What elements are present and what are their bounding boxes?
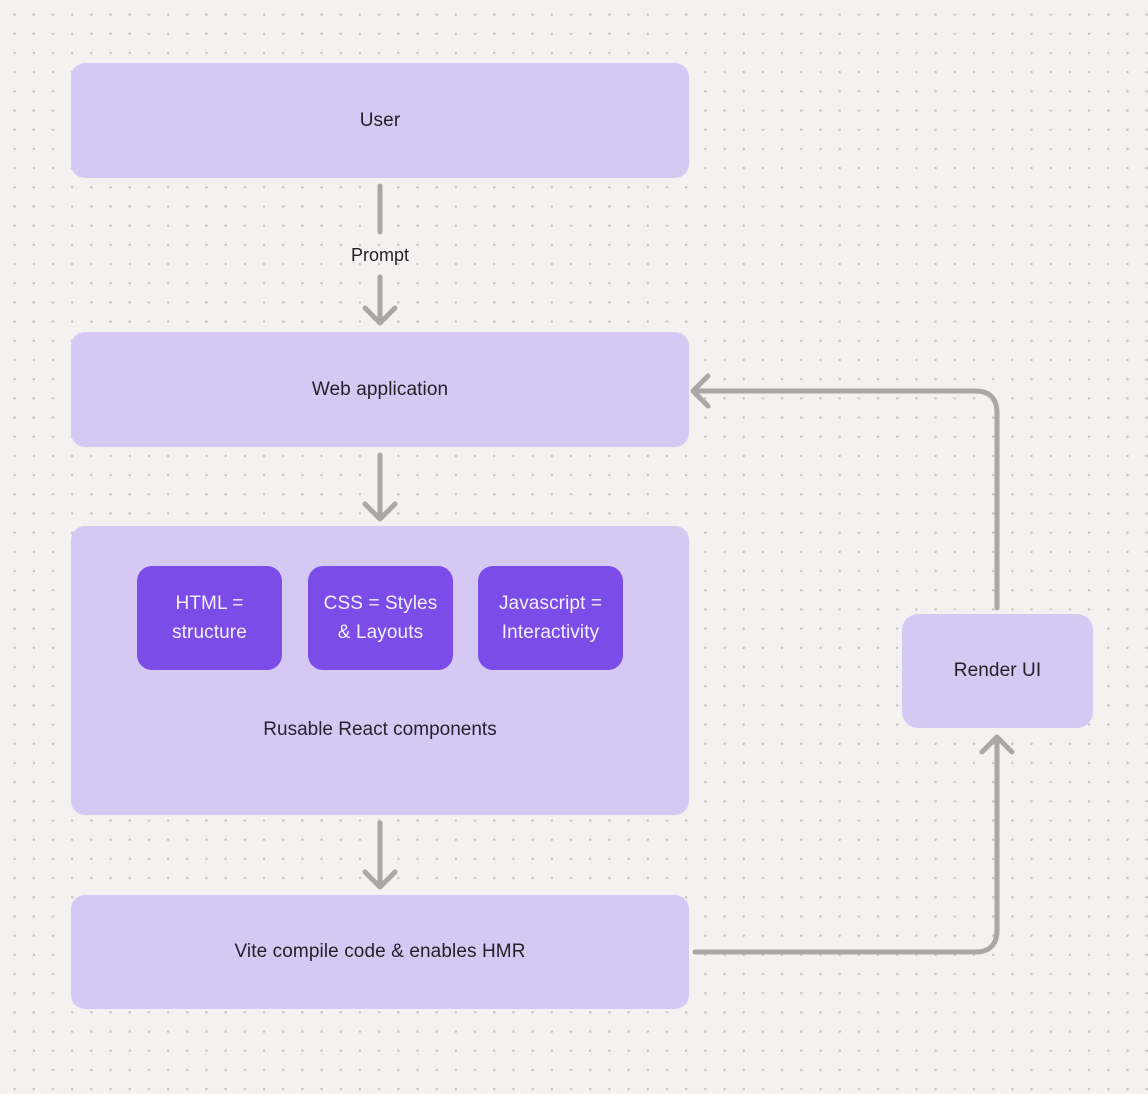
node-javascript-label: Javascript = Interactivity (498, 593, 603, 643)
node-css-label: CSS = Styles & Layouts (323, 593, 438, 643)
edge-components-to-vite[interactable] (362, 820, 398, 890)
node-css[interactable]: CSS = Styles & Layouts (308, 566, 453, 670)
components-group-caption: Rusable React components (263, 719, 497, 740)
edge-user-to-webapp[interactable] (362, 183, 398, 326)
edge-label-prompt: Prompt (350, 245, 410, 265)
node-render-ui[interactable]: Render UI (902, 614, 1093, 728)
node-vite-label: Vite compile code & enables HMR (234, 941, 526, 962)
node-html-label: HTML = structure (172, 593, 247, 643)
node-web-application[interactable]: Web application (71, 332, 689, 447)
node-web-application-label: Web application (311, 378, 449, 400)
node-user[interactable]: User (71, 63, 689, 178)
node-html[interactable]: HTML = structure (137, 566, 282, 670)
edge-vite-to-renderui[interactable] (692, 734, 1015, 955)
arrowhead-up-icon (979, 734, 1015, 755)
node-user-label: User (359, 109, 401, 131)
edge-webapp-to-components[interactable] (362, 452, 398, 522)
edge-renderui-to-webapp[interactable] (690, 373, 1000, 611)
arrowhead-left-icon (690, 373, 711, 409)
node-render-ui-label: Render UI (953, 660, 1042, 681)
node-vite[interactable]: Vite compile code & enables HMR (71, 895, 689, 1009)
arrowhead-down-icon (362, 501, 398, 522)
node-javascript[interactable]: Javascript = Interactivity (478, 566, 623, 670)
arrowhead-down-icon (362, 869, 398, 890)
arrowhead-down-icon (362, 305, 398, 326)
